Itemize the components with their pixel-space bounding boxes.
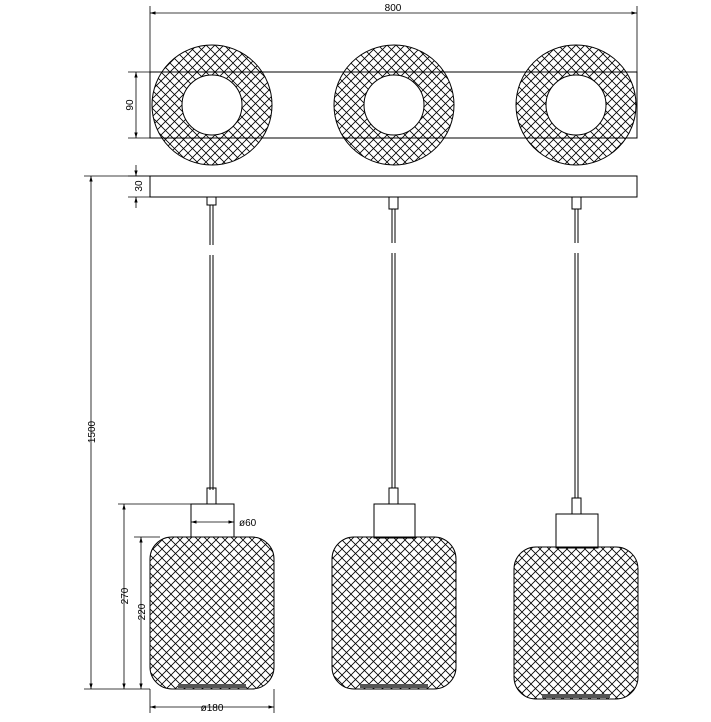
top-view-shade-2 <box>333 44 455 166</box>
dim-label-socket-diameter: ø60 <box>239 518 257 529</box>
dim-label-canopy-depth: 90 <box>125 99 136 111</box>
pendant-2 <box>331 196 457 690</box>
dim-label-shade-diameter: ø180 <box>201 703 224 714</box>
dim-total-height: 1500 <box>84 175 150 690</box>
pendant-3 <box>513 196 639 700</box>
dim-socket-diameter: ø60 <box>191 518 257 529</box>
top-view-shade-1 <box>151 44 273 166</box>
dim-label-total-width: 800 <box>385 3 402 14</box>
dim-label-canopy-height: 30 <box>134 180 145 192</box>
top-view-shade-3 <box>515 44 637 166</box>
front-view <box>149 175 639 700</box>
dim-label-lamp-height: 270 <box>120 587 131 604</box>
top-view <box>149 44 638 166</box>
dim-canopy-depth: 90 <box>125 71 150 139</box>
canopy-front-outline <box>149 175 638 198</box>
dim-lamp-height: 270 <box>118 503 191 689</box>
pendant-1 <box>149 196 275 690</box>
dim-label-total-height: 1500 <box>87 420 98 443</box>
dim-canopy-height: 30 <box>128 165 150 208</box>
dim-label-shade-height: 220 <box>137 603 148 620</box>
canopy-top-outline <box>149 71 638 139</box>
dim-total-width: 800 <box>149 3 638 72</box>
dim-shade-height: 220 <box>134 536 160 689</box>
dim-shade-diameter: ø180 <box>149 689 275 714</box>
